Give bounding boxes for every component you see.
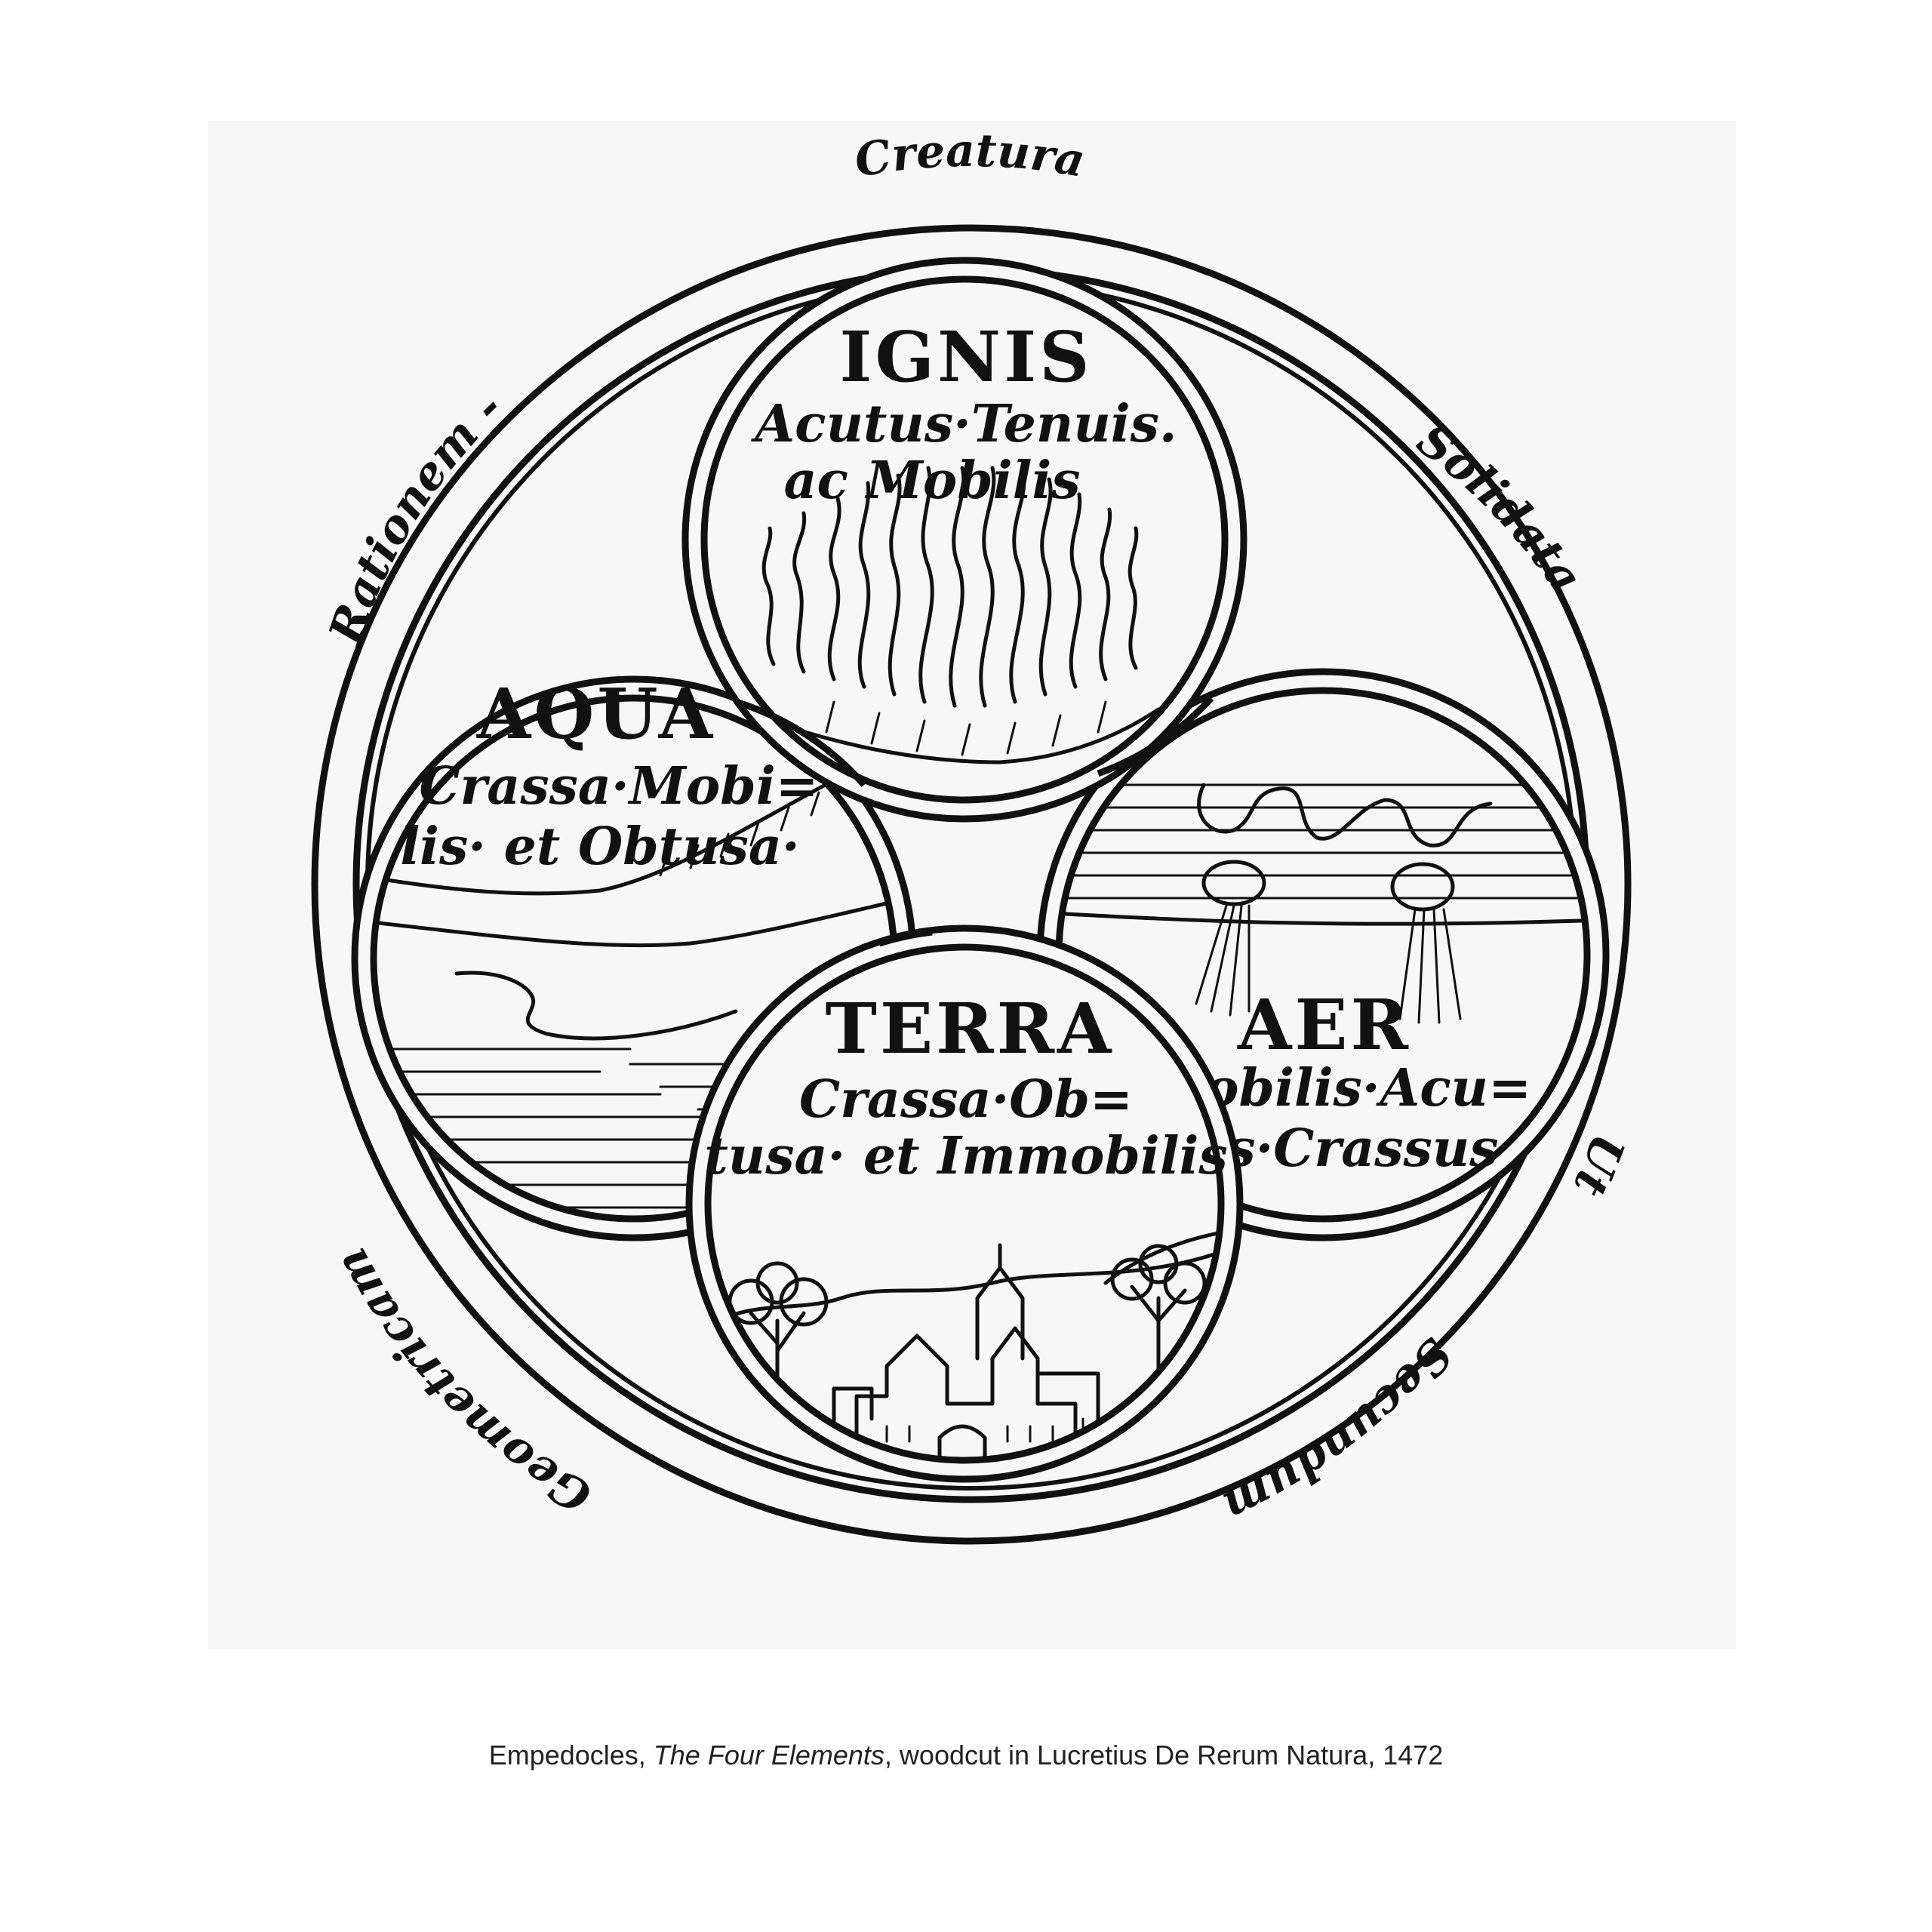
terra-desc-line1: Crassa·Ob= xyxy=(799,1069,1133,1130)
image-caption: Empedocles, The Four Elements, woodcut i… xyxy=(0,1740,1932,1771)
ignis-desc-line2: ac Mobilis xyxy=(783,451,1080,511)
band-word-geometricam: Geometricam xyxy=(325,1239,600,1523)
terra-medallion: TERRA Crassa·Ob= tusa· et Immobilis xyxy=(685,924,1244,1483)
terra-town xyxy=(708,1228,1221,1460)
caption-author: Empedocles, xyxy=(488,1740,654,1770)
woodcut-plate: Creatura Solidata Rationem - Secundum Ge… xyxy=(208,121,1736,1649)
terra-title: TERRA xyxy=(826,988,1115,1069)
interlock-overlaps xyxy=(734,695,1214,947)
aer-winds xyxy=(1059,783,1583,1024)
caption-title: The Four Elements xyxy=(653,1740,884,1770)
band-word-creatura: Creatura xyxy=(851,125,1089,188)
ignis-flames xyxy=(761,466,1161,764)
band-word-ut: Ut xyxy=(1562,1127,1635,1204)
four-elements-woodcut: Creatura Solidata Rationem - Secundum Ge… xyxy=(311,125,1635,1545)
aer-title: AER xyxy=(1237,984,1411,1066)
ignis-medallion: IGNIS Acutus·Tenuis. ac Mobilis xyxy=(681,257,1247,823)
ignis-desc-line1: Acutus·Tenuis. xyxy=(750,394,1177,454)
aqua-desc-line2: lis· et Obtusa· xyxy=(400,817,799,877)
aqua-title: AQUA xyxy=(476,673,715,755)
ignis-title: IGNIS xyxy=(839,316,1092,398)
caption-details: , woodcut in Lucretius De Rerum Natura, … xyxy=(884,1740,1444,1770)
aqua-desc-line1: Crassa·Mobi= xyxy=(419,756,818,817)
terra-desc-line2: tusa· et Immobilis xyxy=(704,1126,1227,1186)
band-word-rationem: Rationem - xyxy=(318,381,513,651)
